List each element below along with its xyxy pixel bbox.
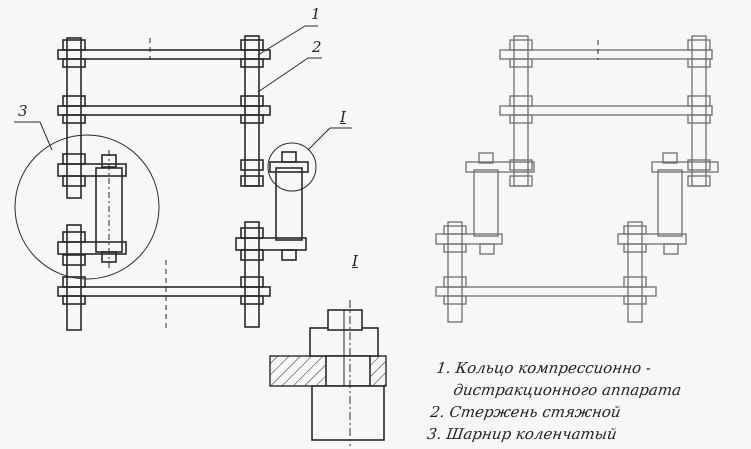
left-ring-bottom: [57, 286, 271, 297]
left-rod-upper: [62, 37, 86, 199]
legend-line-2: дистракционного аппарата: [452, 381, 683, 399]
left-rod-right-upper: [240, 35, 264, 187]
right-assembly: [435, 35, 719, 323]
callout-circle-I: [267, 142, 317, 192]
left-rod-right-lower: [235, 151, 309, 328]
legend: 1. Кольцо компрессионно - дистракционног…: [426, 357, 686, 445]
callout-label-2: 2: [312, 38, 322, 56]
left-ring-1: [57, 49, 271, 60]
left-ring-2: [57, 105, 271, 116]
detail-section-I: [269, 300, 387, 446]
legend-line-4: 3. Шарнир коленчатый: [426, 425, 618, 443]
left-assembly: [14, 25, 352, 331]
legend-line-1: 1. Кольцо компрессионно -: [435, 359, 653, 377]
callout-label-3: 3: [18, 102, 28, 120]
callout-label-1: 1: [311, 5, 321, 23]
detail-title: I: [352, 252, 358, 270]
legend-line-3: 2. Стержень стяжной: [429, 403, 622, 421]
callout-circle-3: [14, 134, 160, 280]
left-knee-hinge: [57, 150, 127, 268]
left-rod-lower: [62, 224, 86, 331]
callout-label-detail-mark: I: [340, 108, 346, 126]
